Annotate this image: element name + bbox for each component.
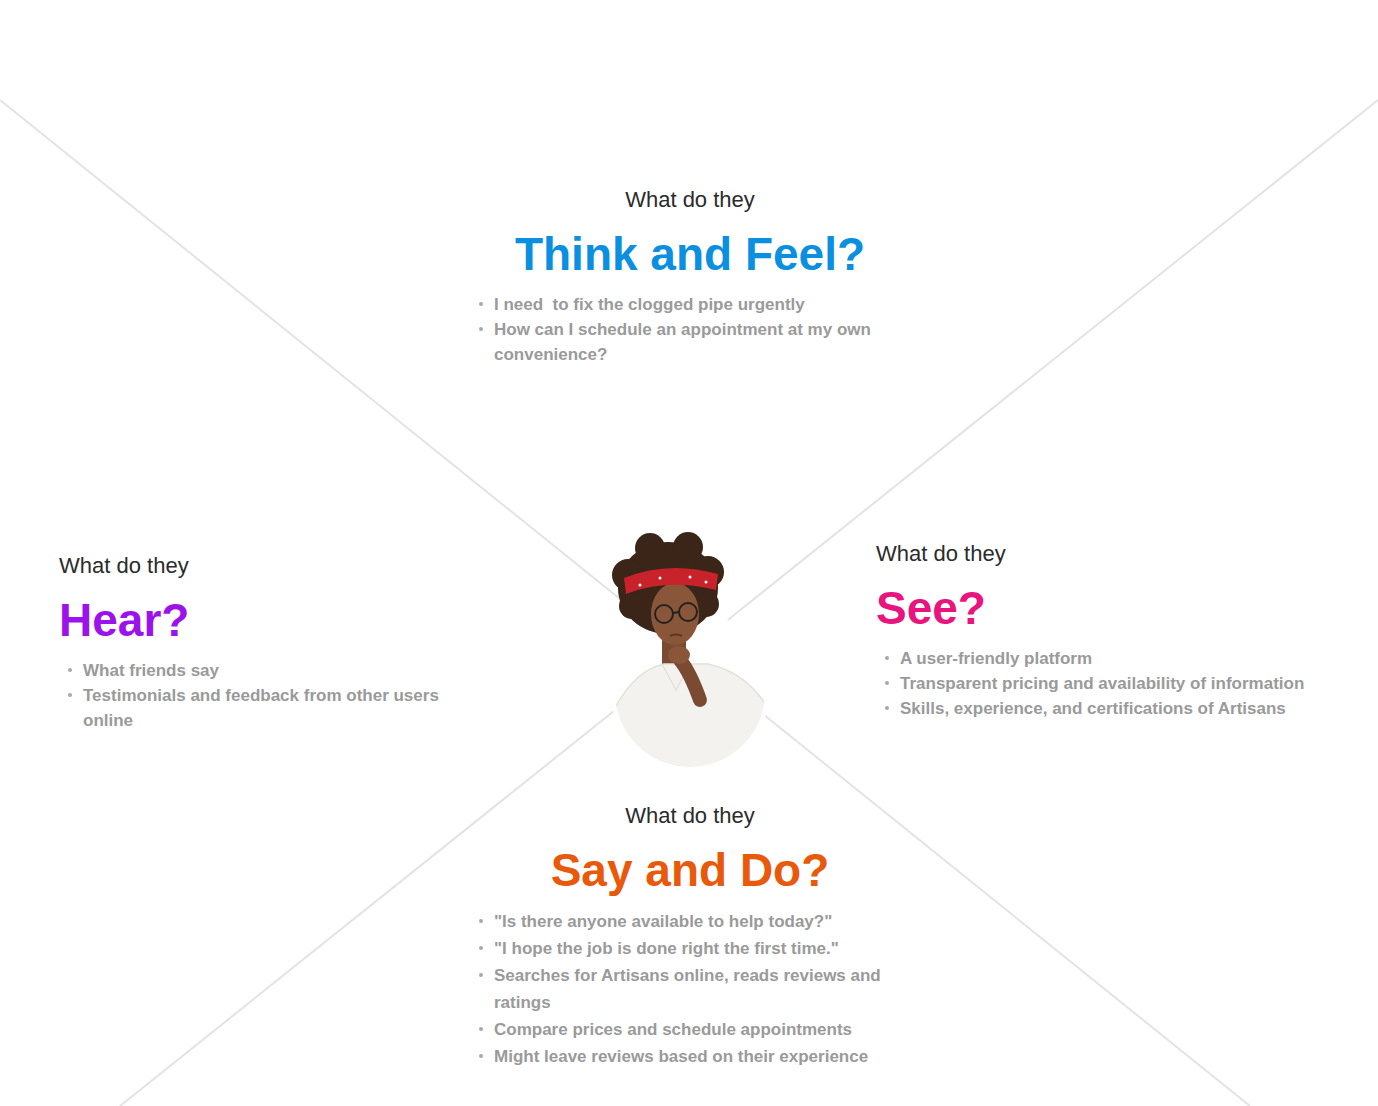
bullet-item: Compare prices and schedule appointments: [479, 1016, 910, 1043]
person-illustration: [610, 532, 770, 770]
quadrant-heading: Hear?: [59, 593, 469, 648]
bullet-item: Searches for Artisans online, reads revi…: [479, 962, 910, 1016]
bullet-item: How can I schedule an appointment at my …: [479, 317, 910, 367]
bullet-item: I need to fix the clogged pipe urgently: [479, 292, 910, 317]
bullet-item: Skills, experience, and certifications o…: [885, 696, 1316, 721]
bullet-item: Might leave reviews based on their exper…: [479, 1043, 910, 1070]
empathy-quadrant: What do theyThink and Feel? I need to fix…: [470, 187, 910, 367]
bullet-item: "I hope the job is done right the first …: [479, 935, 910, 962]
quadrant-prompt: What do they: [876, 541, 1316, 567]
quadrant-prompt: What do they: [470, 803, 910, 829]
empathy-quadrant: What do theySay and Do? "Is there anyone …: [470, 803, 910, 1070]
quadrant-heading: Say and Do?: [470, 843, 910, 898]
quadrant-heading: See?: [876, 581, 1316, 636]
empathy-quadrant: What do theySee? A user-friendly platform…: [876, 541, 1316, 721]
quadrant-prompt: What do they: [470, 187, 910, 213]
bullet-item: A user-friendly platform: [885, 646, 1316, 671]
empathy-quadrant: What do theyHear? What friends sayTestimo…: [59, 553, 469, 733]
divider-line: [0, 100, 1250, 1106]
bullet-item: What friends say: [68, 658, 469, 683]
bullet-item: "Is there anyone available to help today…: [479, 908, 910, 935]
divider-line: [120, 100, 1378, 1106]
bullet-item: Testimonials and feedback from other use…: [68, 683, 469, 733]
quadrant-prompt: What do they: [59, 553, 469, 579]
bullet-item: Transparent pricing and availability of …: [885, 671, 1316, 696]
quadrant-heading: Think and Feel?: [470, 227, 910, 282]
